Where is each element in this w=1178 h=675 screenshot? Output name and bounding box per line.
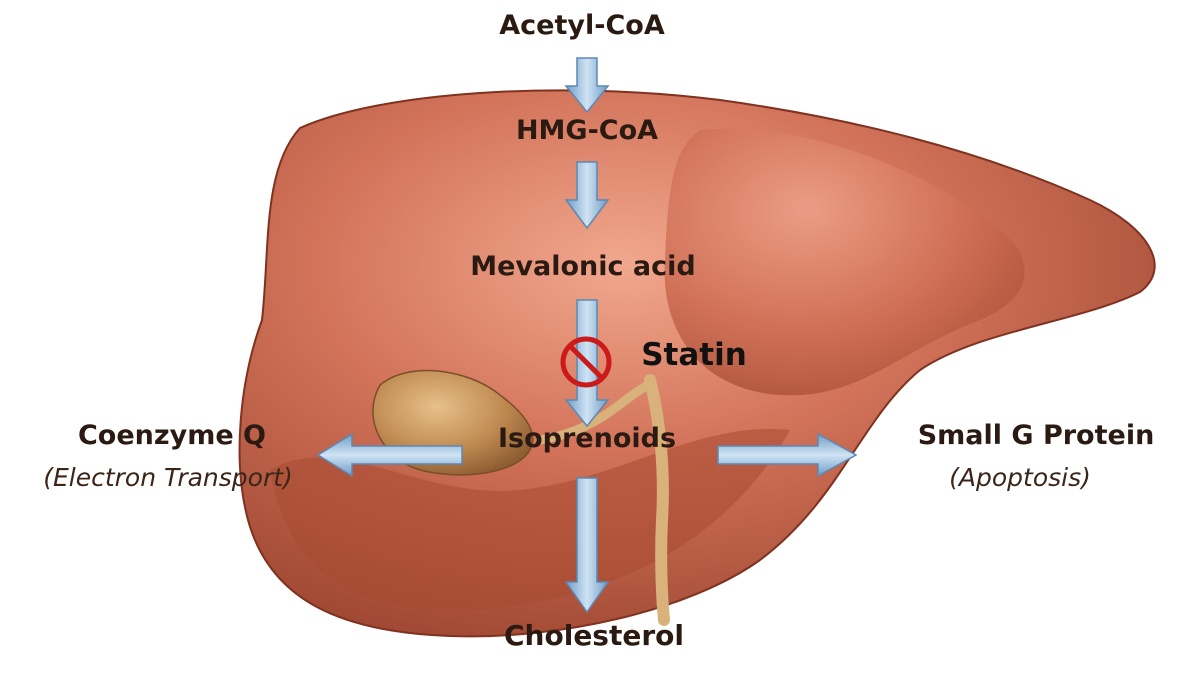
- label-cholesterol: Cholesterol: [504, 622, 684, 650]
- label-statin: Statin: [641, 340, 747, 371]
- label-mevalonic-acid: Mevalonic acid: [470, 253, 696, 280]
- label-coenzyme-q: Coenzyme Q: [78, 422, 266, 449]
- label-electron-transport: (Electron Transport): [43, 465, 293, 490]
- label-hmg-coa: HMG-CoA: [516, 117, 658, 144]
- label-apoptosis: (Apoptosis): [949, 465, 1091, 490]
- label-small-g-protein: Small G Protein: [918, 422, 1155, 449]
- label-isoprenoids: Isoprenoids: [498, 425, 676, 452]
- label-acetyl-coa: Acetyl-CoA: [499, 12, 664, 39]
